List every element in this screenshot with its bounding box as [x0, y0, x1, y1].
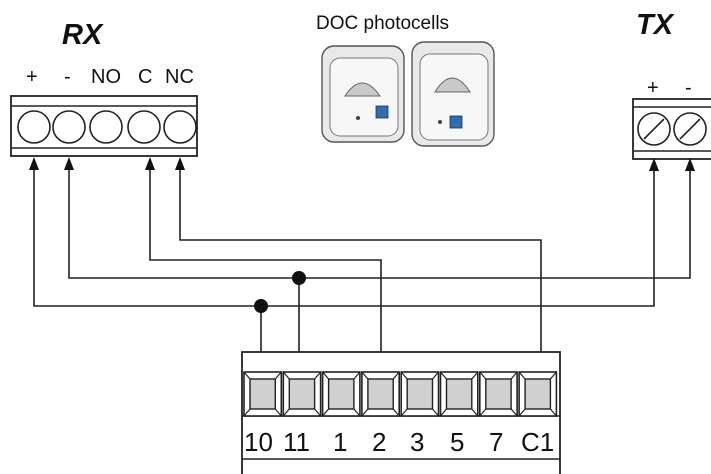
terminal-label: 11 [283, 427, 310, 457]
control-board-terminal-strip [241, 351, 561, 474]
rx-pin-label: + [26, 66, 38, 88]
junction-dot [254, 299, 268, 313]
terminal-clamp [243, 371, 283, 417]
rx-pin-label: NC [165, 66, 194, 88]
wire-rx-plus [33, 166, 262, 374]
terminal-label: 3 [410, 427, 424, 457]
terminal-label: 2 [372, 427, 386, 457]
rx-pin-label: - [64, 66, 71, 88]
terminal-clamp [282, 371, 322, 417]
rx-screw [17, 110, 51, 144]
rx-screw [127, 110, 161, 144]
terminal-clamp [400, 371, 440, 417]
arrow-up-icon [64, 157, 74, 170]
wire-rx-nc [179, 166, 542, 374]
terminal-clamp [518, 371, 558, 417]
arrow-up-icon [175, 157, 185, 170]
junction-dot [292, 271, 306, 285]
terminal-clamp [321, 371, 361, 417]
tx-pin-label: + [647, 77, 659, 99]
photocells-caption: DOC photocells [316, 13, 449, 34]
arrow-up-icon [685, 158, 695, 171]
rx-title: RX [62, 19, 104, 51]
arrow-up-icon [29, 157, 39, 170]
tx-terminal-block [632, 98, 711, 160]
wires [33, 166, 691, 374]
terminal-label: 1 [333, 427, 347, 457]
photocell-right-image [411, 41, 495, 147]
terminal-clamp [439, 371, 479, 417]
wire-tx-minus [299, 166, 691, 279]
terminal-clamp [361, 371, 400, 417]
rx-screw [163, 110, 197, 144]
wire-tx-plus [261, 166, 655, 307]
terminal-clamp [478, 371, 518, 417]
terminal-label: C1 [521, 427, 554, 457]
terminal-label: 10 [244, 427, 273, 457]
photocell-left-image [321, 45, 405, 143]
terminal-label: 7 [489, 427, 503, 457]
tx-title: TX [636, 9, 675, 41]
tx-pin-label: - [685, 77, 692, 99]
rx-terminal-block [10, 95, 198, 157]
terminal-label: 5 [450, 427, 464, 457]
arrow-up-icon [649, 158, 659, 171]
rx-pin-label: C [138, 66, 152, 88]
rx-screw [52, 110, 86, 144]
rx-screw [89, 110, 123, 144]
rx-pin-label: NO [91, 66, 121, 88]
wire-rx-c [149, 166, 382, 374]
arrow-up-icon [145, 157, 155, 170]
wire-rx-minus [68, 166, 300, 374]
